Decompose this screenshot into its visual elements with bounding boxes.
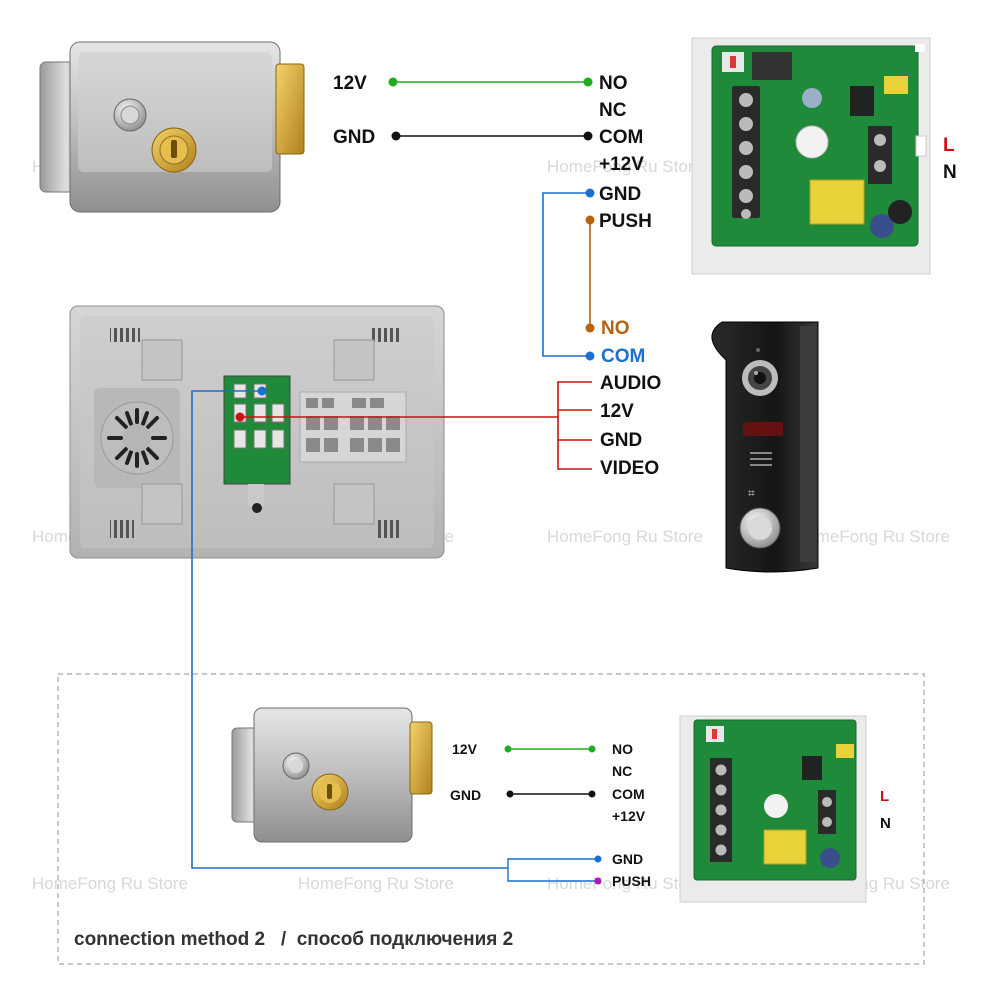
wire-dot bbox=[235, 412, 245, 422]
watermark-text: HomeFong Ru Store bbox=[298, 874, 454, 893]
watermark-text: HomeFong Ru Store bbox=[547, 874, 703, 893]
psu-terminal-label: PUSH bbox=[599, 211, 652, 232]
psu-terminal-label: +12V bbox=[612, 808, 646, 824]
watermark-text: HomeFong Ru Store bbox=[794, 527, 950, 546]
button-com-label: COM bbox=[601, 346, 645, 367]
psu-terminal-label: NC bbox=[599, 100, 627, 121]
wire-dot bbox=[585, 188, 595, 198]
top-wires bbox=[191, 77, 595, 869]
top-labels: 12V GND NO NC COM +12V GND PUSH L N NO C… bbox=[333, 73, 957, 479]
method2-frame bbox=[57, 673, 925, 965]
psu-terminal-label: NO bbox=[599, 73, 628, 94]
monitor-back-image bbox=[69, 305, 445, 559]
psu-terminal-label: NC bbox=[612, 763, 632, 779]
psu-terminal-label: GND bbox=[612, 851, 643, 867]
psu-terminal-label: NO bbox=[612, 741, 633, 757]
lock-12v-label: 12V bbox=[452, 741, 478, 757]
wire-dot bbox=[585, 351, 595, 361]
mains-l-label: L bbox=[880, 788, 889, 805]
svg-text:⌗: ⌗ bbox=[748, 486, 755, 500]
wire-dot bbox=[388, 77, 398, 87]
power-supply-board-small bbox=[679, 715, 867, 903]
psu-terminal-label: PUSH bbox=[612, 873, 651, 889]
wire-dot bbox=[583, 77, 593, 87]
method2-caption: connection method 2 / способ подключения… bbox=[74, 929, 513, 950]
intercom-label: VIDEO bbox=[600, 458, 659, 479]
wire-gnd-com-blue bbox=[542, 192, 590, 357]
intercom-label: 12V bbox=[600, 401, 634, 422]
method2-wires bbox=[504, 745, 602, 885]
wire-dot bbox=[585, 323, 595, 333]
psu-terminal-label: +12V bbox=[599, 154, 644, 175]
wire-dot bbox=[585, 215, 595, 225]
watermark-text: HomeFong Ru Store bbox=[547, 157, 703, 176]
psu-terminal-label: GND bbox=[599, 184, 641, 205]
mains-l-label: L bbox=[943, 135, 955, 156]
electric-lock-image bbox=[39, 41, 305, 213]
mains-n-label: N bbox=[943, 162, 957, 183]
wire-dot bbox=[257, 386, 267, 396]
electric-lock-image-small bbox=[231, 707, 433, 843]
lock-gnd-label: GND bbox=[333, 127, 375, 148]
watermark-text: HomeFong Ru Store bbox=[547, 527, 703, 546]
lock-12v-label: 12V bbox=[333, 73, 367, 94]
wire-dot bbox=[583, 131, 593, 141]
wire-monitor-to-method2 bbox=[191, 390, 508, 869]
psu-terminal-label: COM bbox=[599, 127, 643, 148]
mains-n-label: N bbox=[880, 815, 891, 832]
power-supply-board bbox=[691, 37, 931, 275]
method2-labels: 12V GND NO NC COM +12V GND PUSH L N conn… bbox=[74, 741, 891, 950]
intercom-label: AUDIO bbox=[600, 373, 661, 394]
lock-gnd-label: GND bbox=[450, 787, 481, 803]
doorbell-camera-panel: ⌗ bbox=[711, 321, 819, 573]
intercom-label: GND bbox=[600, 430, 642, 451]
button-no-label: NO bbox=[601, 318, 630, 339]
psu-terminal-label: COM bbox=[612, 786, 645, 802]
watermark-text: HomeFong Ru Store bbox=[32, 874, 188, 893]
wire-dot bbox=[391, 131, 401, 141]
